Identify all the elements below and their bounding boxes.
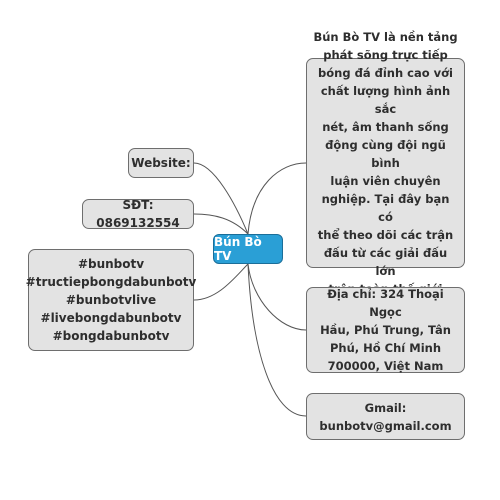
description-line: bóng đá đỉnh cao với xyxy=(318,66,453,80)
connector-phone xyxy=(193,213,249,235)
description-line: thể theo dõi các trận xyxy=(317,228,454,242)
hashtag-line: #tructiepbongdabunbotv xyxy=(25,275,197,289)
description-node[interactable]: Bún Bò TV là nền tảng phát sõng trực tiế… xyxy=(306,30,465,296)
website-label: Website: xyxy=(131,156,191,170)
hashtag-line: #bunbotvlive xyxy=(65,293,157,307)
gmail-node[interactable]: Gmail: bunbotv@gmail.com xyxy=(306,393,465,440)
hashtag-line: #livebongdabunbotv xyxy=(40,311,182,325)
address-line: Phú, Hồ Chí Minh xyxy=(329,341,442,355)
description-line: động cùng đội ngũ bình xyxy=(325,138,446,170)
description-line: nghiệp. Tại đây bạn có xyxy=(321,192,450,224)
address-node[interactable]: Địa chỉ: 324 Thoại Ngọc Hầu, Phú Trung, … xyxy=(306,287,465,373)
connector-description xyxy=(247,162,307,235)
description-line: Bún Bò TV là nền tảng xyxy=(313,30,458,44)
connector-address xyxy=(247,263,307,331)
center-node-label: Bún Bò TV xyxy=(214,235,262,263)
phone-node[interactable]: SĐT: 0869132554 xyxy=(82,198,194,230)
website-node[interactable]: Website: xyxy=(128,148,194,178)
center-node[interactable]: Bún Bò TV xyxy=(213,234,283,264)
address-line: Địa chỉ: 324 Thoại Ngọc xyxy=(327,287,444,319)
description-line: đấu từ các giải đấu lớn xyxy=(323,246,448,278)
description-line: phát sõng trực tiếp xyxy=(323,48,448,62)
gmail-line: bunbotv@gmail.com xyxy=(319,418,452,433)
description-line: nét, âm thanh sống xyxy=(322,120,449,134)
hashtag-line: #bunbotv xyxy=(77,257,145,271)
connector-gmail xyxy=(247,263,307,417)
description-line: luận viên chuyên xyxy=(330,174,441,188)
connector-website xyxy=(193,162,249,235)
connector-hashtags xyxy=(193,263,249,301)
address-line: 700000, Việt Nam xyxy=(327,359,444,373)
address-line: Hầu, Phú Trung, Tân xyxy=(320,323,451,337)
description-line: chất lượng hình ảnh sắc xyxy=(320,84,451,116)
phone-label: SĐT: 0869132554 xyxy=(96,198,180,230)
hashtags-node[interactable]: #bunbotv #tructiepbongdabunbotv #bunbotv… xyxy=(25,249,197,351)
gmail-line: Gmail: xyxy=(364,400,407,415)
hashtag-line: #bongdabunbotv xyxy=(52,329,170,343)
